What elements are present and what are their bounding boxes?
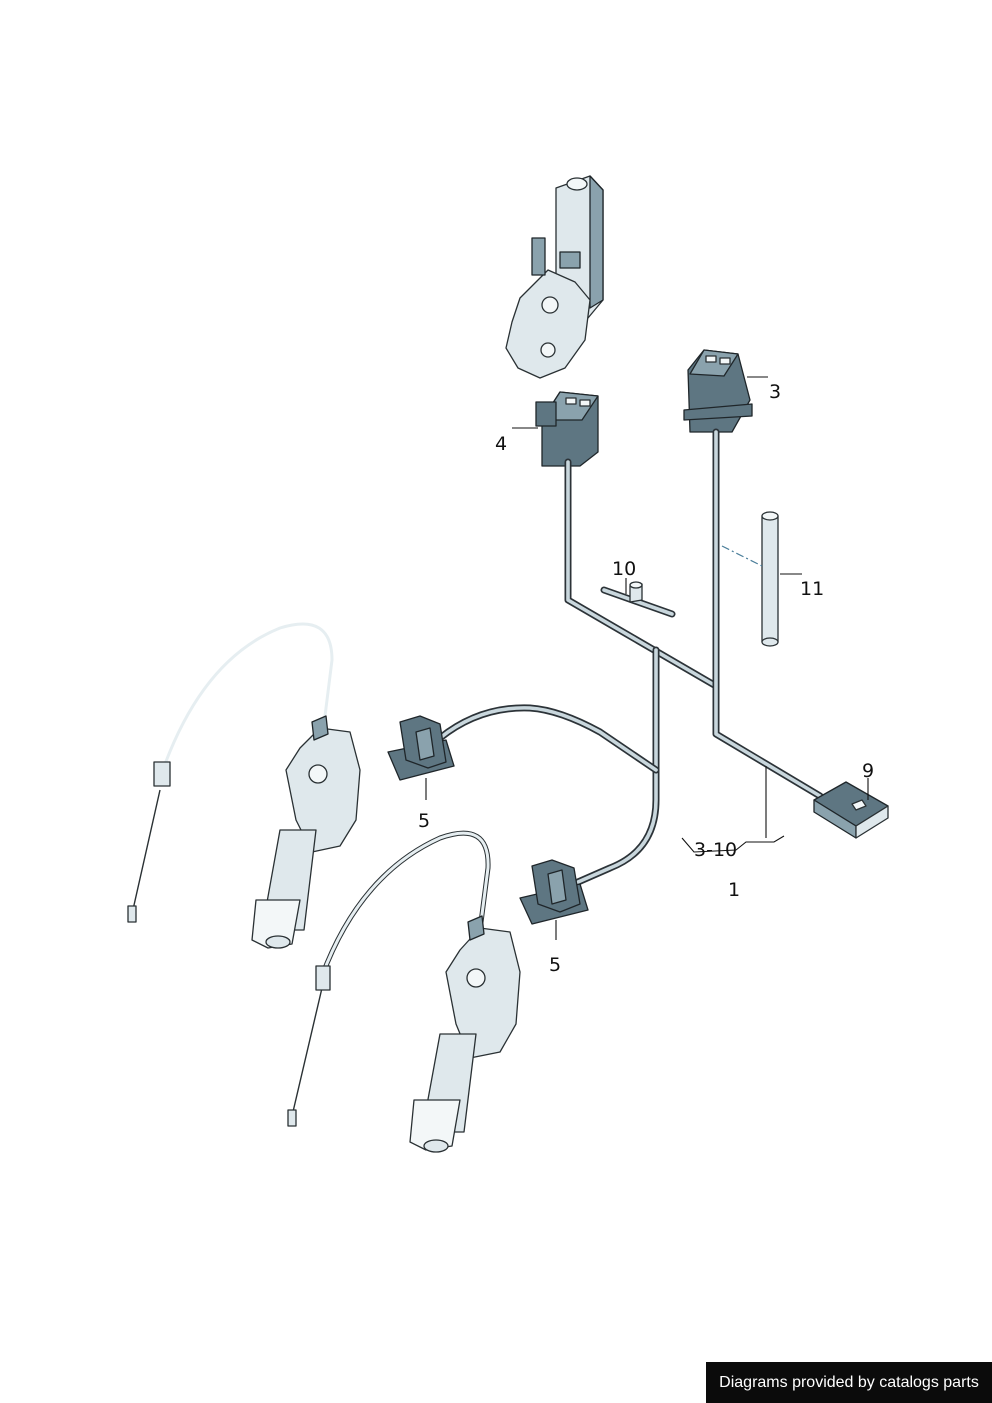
connector-3 [683, 349, 753, 433]
callout-labels: 3 4 10 11 9 5 3-10 1 5 [418, 381, 874, 976]
credit-text: Diagrams provided by catalogs parts [719, 1374, 979, 1391]
callout-3-10: 3-10 [694, 839, 737, 861]
connector-9 [813, 781, 889, 839]
callout-5-lower: 5 [549, 954, 561, 976]
credit-banner: Diagrams provided by catalogs parts [706, 1362, 992, 1403]
wiring-harness [436, 428, 824, 886]
connector-5-upper [387, 715, 455, 781]
seat-adjust-motor [505, 175, 604, 379]
callout-9: 9 [862, 760, 874, 782]
callout-3: 3 [769, 381, 781, 403]
leader-lines [425, 376, 869, 940]
lock-actuator-lower [287, 830, 521, 1153]
callout-11: 11 [800, 578, 824, 600]
callout-1: 1 [728, 879, 740, 901]
connector-4 [535, 391, 599, 467]
part-10-clip [600, 581, 676, 618]
callout-5-upper: 5 [418, 810, 430, 832]
lock-actuator-upper [127, 622, 361, 949]
part-11-sleeve [721, 511, 779, 647]
connector-5-lower [519, 859, 589, 925]
callout-4: 4 [495, 433, 507, 455]
callout-10: 10 [612, 558, 636, 580]
